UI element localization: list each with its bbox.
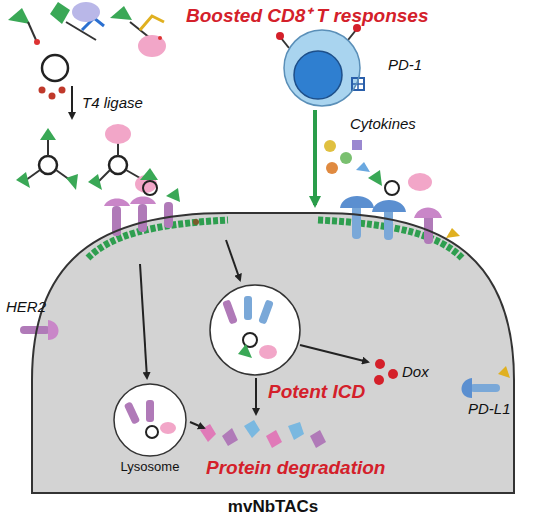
pdl1-receptor bbox=[462, 366, 511, 398]
step-label: T4 ligase bbox=[82, 94, 143, 111]
lysosome-label: Lysosome bbox=[105, 460, 195, 475]
drug-label: Dox bbox=[402, 363, 429, 380]
cell-fill bbox=[32, 213, 514, 493]
cytokine-label: Cytokines bbox=[350, 115, 416, 132]
signal-arrow bbox=[315, 110, 316, 205]
arrow-line bbox=[313, 110, 317, 205]
lysosome-node: Lysosome bbox=[105, 384, 199, 478]
lysosome-contents bbox=[114, 384, 186, 456]
membrane-band bbox=[88, 220, 228, 258]
dox-molecules bbox=[374, 359, 398, 385]
cytokines bbox=[324, 140, 370, 174]
receptor-label: HER2 bbox=[6, 298, 46, 315]
t-cell bbox=[276, 24, 364, 106]
process-arrows bbox=[140, 240, 368, 428]
receptor-label: PD-L1 bbox=[468, 400, 511, 417]
bound-receptors bbox=[340, 170, 460, 244]
protein-fragments bbox=[200, 420, 326, 448]
cell-title: mvNbTACs bbox=[28, 497, 518, 517]
endosome bbox=[210, 285, 300, 375]
receptor-label: PD-1 bbox=[388, 56, 422, 73]
effect-label: Protein degradation bbox=[206, 457, 385, 479]
bound-receptors bbox=[104, 168, 199, 236]
nanobody-constructs bbox=[8, 2, 166, 193]
effect-label: Potent ICD bbox=[268, 381, 365, 403]
t-cell-node: PD-1 bbox=[280, 28, 430, 110]
heading-label: Boosted CD8⁺ T responses bbox=[186, 5, 429, 27]
